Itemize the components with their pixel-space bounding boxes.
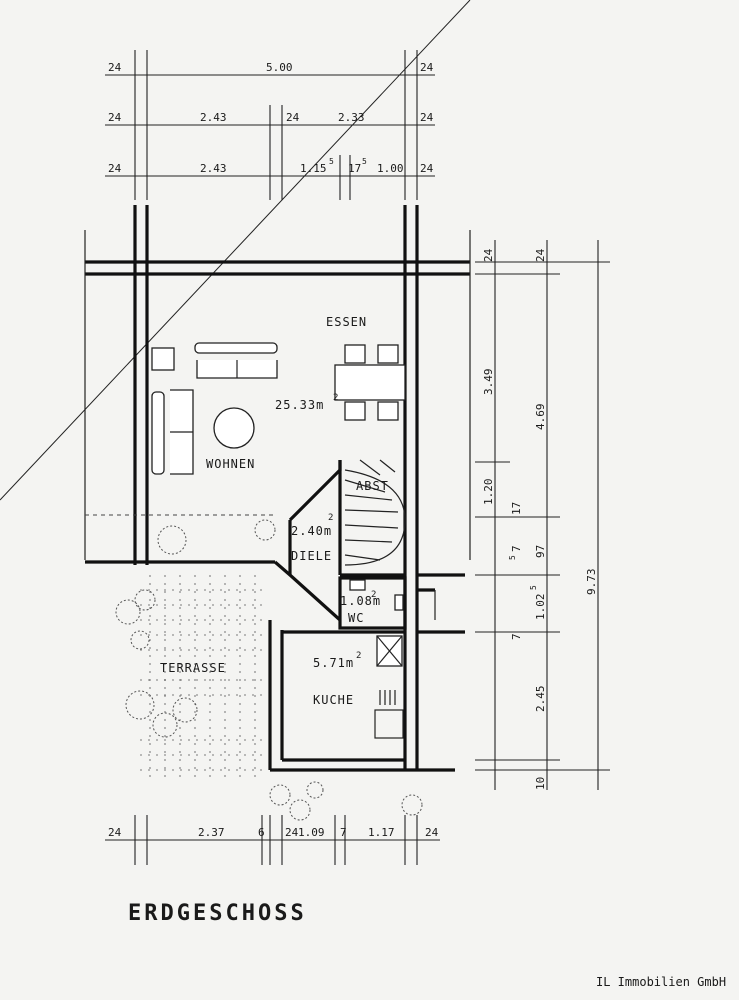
- room-labels: ESSEN 25.33m 2 WOHNEN ABST 2.40m 2 DIELE…: [160, 315, 389, 707]
- top-dim-1-c: 24: [420, 61, 434, 74]
- diagonal-line: [0, 0, 471, 501]
- terrace-pattern: [140, 575, 265, 780]
- room-area-wohnen-sup: 2: [333, 393, 339, 403]
- top-dim-3-b: 2.43: [200, 162, 227, 175]
- room-area-diele: 2.40m: [291, 524, 332, 538]
- right-dim-inner-3: 1.20: [482, 479, 495, 506]
- right-dim-inner-7: 7: [510, 633, 523, 640]
- right-dim-inner-5: 5: [508, 555, 517, 560]
- armchair: [151, 347, 175, 371]
- walls: [84, 205, 471, 772]
- right-dim-inner-2: 3.49: [482, 369, 495, 396]
- top-dim-1-b: 5.00: [266, 61, 293, 74]
- bottom-dim-6: 7: [340, 826, 347, 839]
- top-dim-3-e: 1.00: [377, 162, 404, 175]
- stair-outline: [344, 469, 406, 566]
- room-area-wc-sup: 2: [371, 590, 377, 600]
- sofa-back: [194, 342, 278, 354]
- top-dim-3-f: 24: [420, 162, 434, 175]
- plan-title: ERDGESCHOSS: [128, 901, 307, 926]
- top-dim-3-a: 24: [108, 162, 122, 175]
- room-label-abst: ABST: [356, 479, 389, 493]
- right-dim-middle-2: 4.69: [534, 404, 547, 431]
- bottom-dim-2: 2.37: [198, 826, 225, 839]
- bottom-dim-5: 1.09: [298, 826, 325, 839]
- right-dim-inner-4: 17: [510, 502, 523, 515]
- right-dim-inner-1: 24: [482, 248, 495, 262]
- top-dim-3-c-sup: 5: [329, 157, 334, 166]
- sofa-left-back: [151, 391, 165, 475]
- dining-chair: [344, 401, 366, 421]
- right-dim-middle-1: 24: [534, 248, 547, 262]
- right-dim-middle-3: 97: [534, 545, 547, 558]
- top-dim-2-b: 2.43: [200, 111, 227, 124]
- top-dim-2-e: 24: [420, 111, 434, 124]
- bottom-dim-7: 1.17: [368, 826, 395, 839]
- bottom-dim-4: 24: [285, 826, 299, 839]
- room-area-kueche: 5.71m: [313, 656, 354, 670]
- bottom-dimensions: 24 2.37 6 24 1.09 7 1.17 24: [105, 815, 440, 865]
- room-label-essen: ESSEN: [326, 315, 367, 329]
- top-dim-3-d-sup: 5: [362, 157, 367, 166]
- room-area-wohnen: 25.33m: [275, 398, 324, 412]
- room-label-terrasse: TERRASSE: [160, 661, 226, 675]
- top-dim-2-a: 24: [108, 111, 122, 124]
- room-area-diele-sup: 2: [328, 513, 334, 523]
- shrubs: [115, 519, 423, 821]
- right-dim-inner-10: 2.45: [534, 686, 547, 713]
- room-area-kueche-sup: 2: [356, 651, 362, 661]
- watermark: IL Immobilien GmbH: [596, 975, 726, 989]
- top-dim-3-c: 1.15: [300, 162, 327, 175]
- right-dim-inner-8: 1.02: [534, 594, 547, 621]
- right-dim-inner-11: 10: [534, 777, 547, 790]
- room-label-wc: WC: [348, 611, 364, 625]
- bottom-dim-1: 24: [108, 826, 122, 839]
- room-area-wc: 1.08m: [340, 594, 381, 608]
- bottom-dim-3: 6: [258, 826, 265, 839]
- bottom-dim-8: 24: [425, 826, 439, 839]
- dining-chair: [344, 344, 366, 364]
- right-dim-inner-6: 7: [510, 545, 523, 552]
- dining-chair: [377, 344, 399, 364]
- top-dim-2-c: 24: [286, 111, 300, 124]
- room-label-wohnen: WOHNEN: [206, 457, 255, 471]
- top-dim-1-a: 24: [108, 61, 122, 74]
- top-dim-3-d: 17: [348, 162, 361, 175]
- top-dimensions: 24 5.00 24 24 2.43 24 2.33 24 24 2.43 1.…: [105, 50, 435, 200]
- dining-chair: [377, 401, 399, 421]
- furniture: [151, 342, 406, 739]
- room-label-kueche: KUCHE: [313, 693, 354, 707]
- right-dimensions: 24 3.49 1.20 17 5 7 7 1.02 5 2.45 10 24 …: [475, 240, 610, 790]
- dining-table: [334, 364, 406, 401]
- room-label-diele: DIELE: [291, 549, 332, 563]
- round-table: [213, 407, 255, 449]
- right-dim-outer-1: 9.73: [585, 569, 598, 596]
- top-dim-2-d: 2.33: [338, 111, 365, 124]
- right-dim-inner-9: 5: [529, 585, 538, 590]
